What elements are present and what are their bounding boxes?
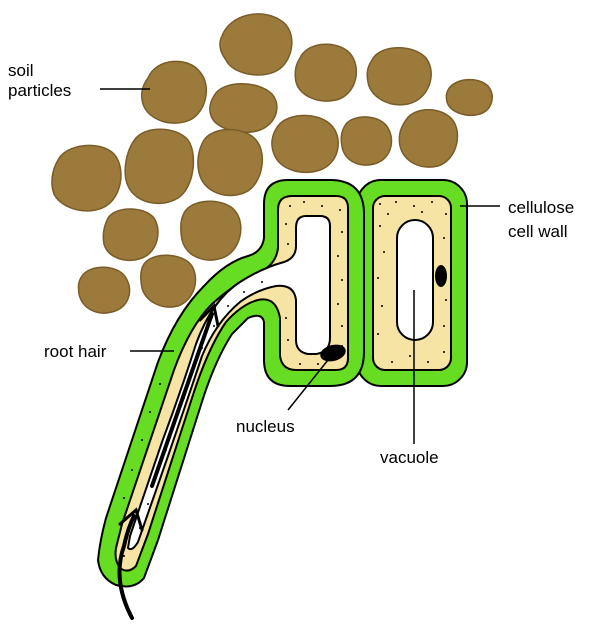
vacuole	[397, 220, 433, 340]
soil-particle	[210, 84, 277, 133]
soil-particle	[141, 255, 196, 307]
soil-particle	[52, 145, 121, 210]
soil-particle	[181, 201, 241, 260]
soil-particle	[295, 44, 356, 101]
soil-particle	[142, 61, 207, 123]
vacuole-label: vacuole	[380, 448, 439, 467]
soil-particle	[125, 129, 193, 203]
soil-label-line1: soil	[8, 61, 34, 80]
soil-label-line2: particles	[8, 81, 71, 100]
soil-particle	[446, 80, 492, 116]
soil-particle	[272, 116, 338, 173]
neighbour-cell	[357, 180, 467, 386]
soil-particle	[399, 110, 457, 167]
nucleus	[435, 265, 447, 287]
soil-particle	[103, 209, 158, 260]
cellulose-label-line1: cellulose	[508, 198, 574, 217]
soil-particle	[367, 48, 431, 105]
root-hair-label: root hair	[44, 342, 107, 361]
soil-particle	[220, 14, 292, 75]
soil-particle	[198, 130, 262, 196]
soil-particle	[341, 117, 391, 165]
soil-particle	[78, 267, 129, 313]
nucleus-label: nucleus	[236, 417, 295, 436]
cellulose-label-line2: cell wall	[508, 222, 568, 241]
